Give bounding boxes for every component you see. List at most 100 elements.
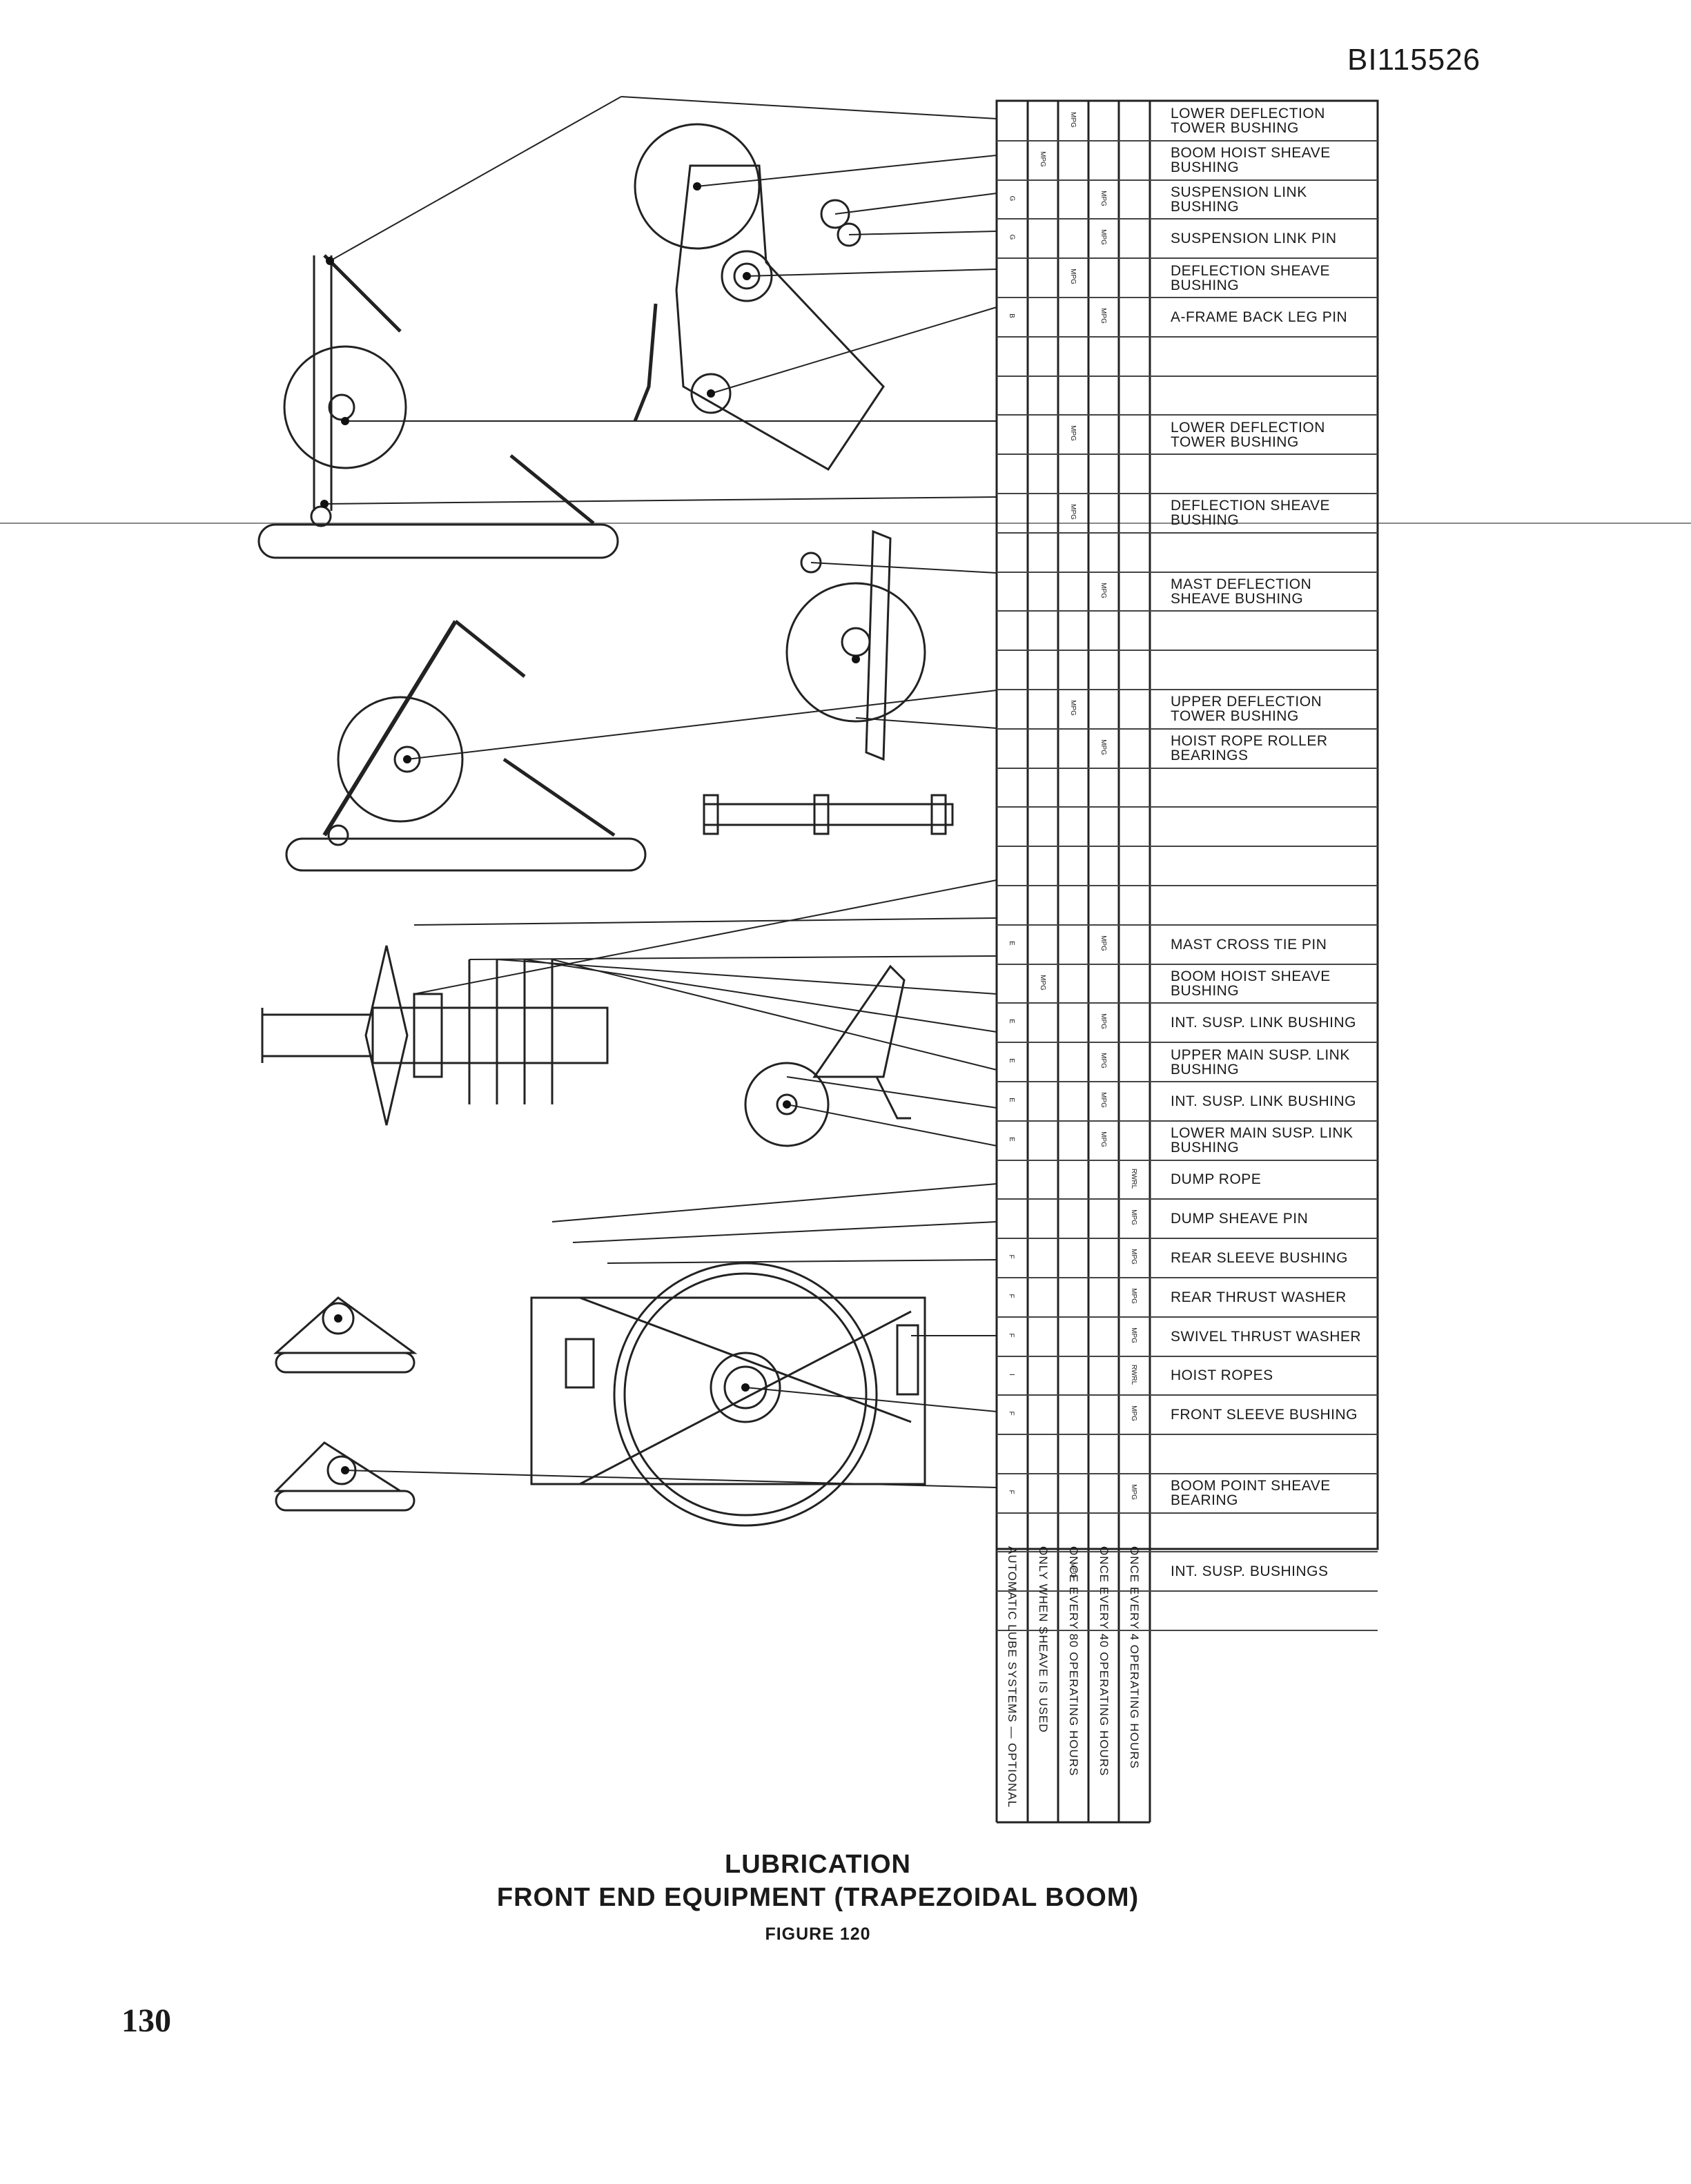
freq-80h-label: ONCE EVERY 80 OPERATING HOURS: [1067, 1546, 1080, 1777]
freq-cell-h40: [1088, 342, 1118, 371]
freq-auto-label: AUTOMATIC LUBE SYSTEMS — OPTIONAL: [1006, 1546, 1019, 1808]
freq-cell-h4: MPG: [1119, 1479, 1148, 1508]
freq-cell-auto: F: [997, 1322, 1026, 1351]
freq-cell-h4: MPG: [1119, 1243, 1148, 1272]
freq-cell-h80: [1058, 185, 1088, 214]
lube-code: G: [1008, 235, 1015, 240]
figure-subtitle: FRONT END EQUIPMENT (TRAPEZOIDAL BOOM): [496, 1883, 1140, 1912]
freq-cell-h40: [1088, 106, 1118, 135]
freq-cell-h4: [1119, 1439, 1148, 1468]
freq-cell-h40: [1088, 1243, 1118, 1272]
freq-cell-h80: [1058, 1479, 1088, 1508]
freq-cell-h40: [1088, 1283, 1118, 1312]
table-row: [997, 534, 1378, 573]
freq-cell-auto: [997, 420, 1026, 449]
freq-sheave-label: ONLY WHEN SHEAVE IS USED: [1037, 1546, 1050, 1733]
figure-number: FIGURE 120: [765, 1924, 871, 1944]
freq-cell-h80: [1058, 773, 1088, 802]
freq-cell-h80: [1058, 930, 1088, 959]
lube-code: MPG: [1130, 1405, 1137, 1422]
freq-cell-h40: MPG: [1088, 302, 1118, 331]
freq-cell-sheave: [1028, 1008, 1057, 1037]
freq-cell-auto: [997, 106, 1026, 135]
freq-cell-sheave: [1028, 263, 1057, 292]
lube-point-label: UPPER DEFLECTION TOWER BUSHING: [1171, 694, 1322, 725]
freq-cell-h4: MPG: [1119, 1400, 1148, 1429]
lube-code: MPG: [1069, 112, 1077, 128]
freq-cell-sheave: [1028, 577, 1057, 606]
freq-cell-h40: [1088, 538, 1118, 567]
lube-point-label: LOWER MAIN SUSP. LINK BUSHING: [1171, 1125, 1353, 1156]
freq-cell-auto: [997, 263, 1026, 292]
page-number: 130: [121, 2002, 171, 2039]
table-row: [997, 769, 1378, 808]
lube-code: MPG: [1099, 190, 1107, 206]
lube-code: E: [1007, 1058, 1015, 1063]
freq-cell-auto: [997, 694, 1026, 723]
freq-cell-h80: [1058, 969, 1088, 998]
freq-cell-sheave: [1028, 1243, 1057, 1272]
lube-code: F: [1007, 1333, 1015, 1338]
lube-code: F: [1007, 1254, 1015, 1259]
freq-cell-h80: [1058, 459, 1088, 488]
freq-cell-h40: [1088, 498, 1118, 527]
lube-point-label: INT. SUSP. LINK BUSHING: [1171, 1015, 1357, 1031]
freq-cell-h40: [1088, 146, 1118, 175]
freq-cell-auto: [997, 1204, 1026, 1233]
freq-cell-auto: [997, 146, 1026, 175]
freq-cell-h40: [1088, 969, 1118, 998]
freq-cell-h80: MPG: [1058, 498, 1088, 527]
freq-40h-label: ONCE EVERY 40 OPERATING HOURS: [1097, 1546, 1111, 1777]
lube-point-label: SUSPENSION LINK BUSHING: [1171, 184, 1307, 215]
freq-cell-h4: [1119, 185, 1148, 214]
freq-cell-sheave: [1028, 812, 1057, 841]
lube-code: MPG: [1069, 425, 1077, 442]
freq-cell-auto: [997, 734, 1026, 763]
freq-cell-h4: [1119, 381, 1148, 410]
freq-cell-sheave: [1028, 1047, 1057, 1076]
freq-cell-auto: I: [997, 1361, 1026, 1390]
lube-point-label: HOIST ROPES: [1171, 1367, 1273, 1384]
freq-sheave: ONLY WHEN SHEAVE IS USED: [1028, 1546, 1057, 1822]
freq-cell-auto: G: [997, 224, 1026, 253]
freq-cell-h40: MPG: [1088, 1047, 1118, 1076]
freq-cell-sheave: [1028, 185, 1057, 214]
table-row: [997, 1514, 1378, 1553]
freq-40h: ONCE EVERY 40 OPERATING HOURS: [1088, 1546, 1118, 1822]
freq-cell-auto: F: [997, 1243, 1026, 1272]
freq-cell-h40: [1088, 1400, 1118, 1429]
lube-point-label: [1171, 612, 1378, 650]
lube-code: MPG: [1039, 974, 1046, 991]
table-row: [997, 847, 1378, 886]
freq-cell-auto: [997, 1439, 1026, 1468]
freq-cell-sheave: MPG: [1028, 969, 1057, 998]
freq-cell-h4: [1119, 851, 1148, 880]
table-row: [997, 1435, 1378, 1474]
freq-cell-auto: G: [997, 185, 1026, 214]
freq-cell-h80: [1058, 1165, 1088, 1194]
document-id: BI115526: [1347, 43, 1481, 77]
lube-code: MPG: [1099, 935, 1107, 951]
freq-cell-auto: [997, 616, 1026, 645]
figure-title: LUBRICATION: [725, 1850, 911, 1879]
freq-cell-sheave: [1028, 1400, 1057, 1429]
lube-code: MPG: [1099, 1013, 1107, 1030]
lube-code: MPG: [1099, 739, 1107, 755]
freq-cell-h80: MPG: [1058, 106, 1088, 135]
lube-code: MPG: [1130, 1484, 1137, 1500]
freq-cell-sheave: [1028, 930, 1057, 959]
lube-point-label: BOOM HOIST SHEAVE BUSHING: [1171, 145, 1331, 176]
lube-code: MPG: [1069, 269, 1077, 285]
freq-cell-h4: [1119, 812, 1148, 841]
freq-cell-h40: MPG: [1088, 1008, 1118, 1037]
freq-cell-h40: [1088, 812, 1118, 841]
